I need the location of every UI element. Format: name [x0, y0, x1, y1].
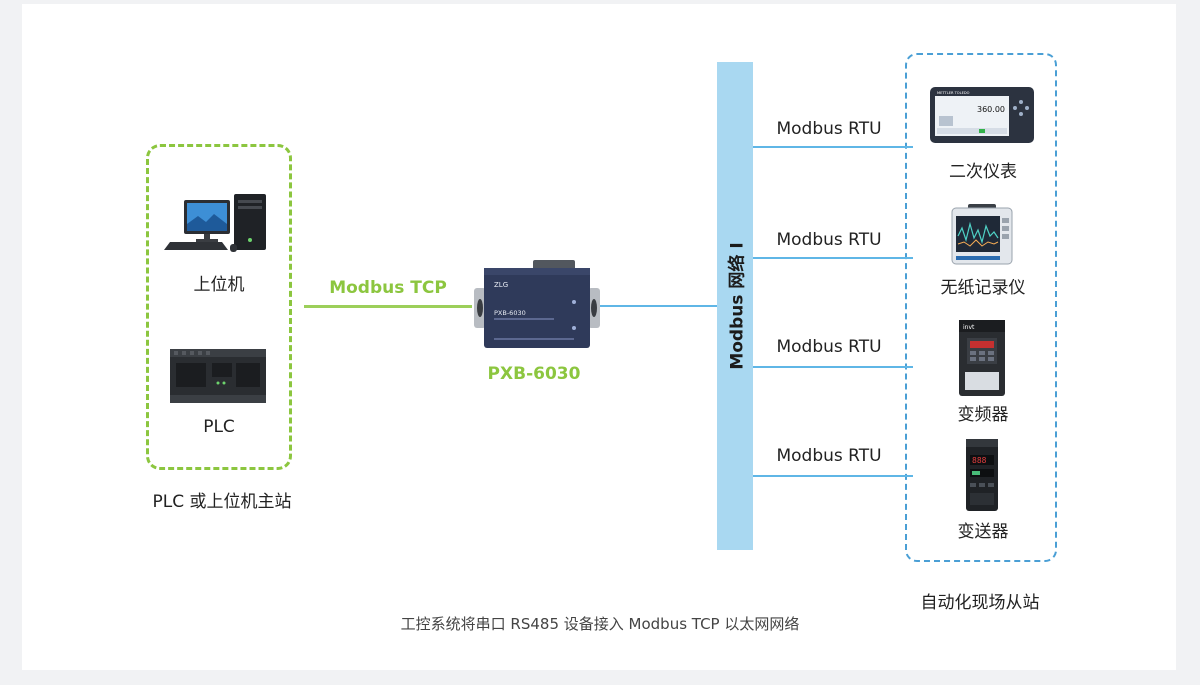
modbus-tcp-label: Modbus TCP: [329, 278, 447, 298]
secondary-meter-icon: METTLER TOLEDO 360.00: [930, 87, 1034, 143]
gateway-device-icon: ZLG PXB-6030: [474, 260, 600, 348]
gateway-bus-link: [600, 305, 718, 307]
slave-label-recorder: 无纸记录仪: [940, 278, 1026, 298]
rtu-label-transmitter: Modbus RTU: [776, 446, 882, 466]
gateway-model-text: PXB-6030: [494, 309, 526, 317]
rtu-label-recorder: Modbus RTU: [776, 230, 882, 250]
inverter-brand-text: invt: [963, 324, 975, 331]
modbus-bus-label: Modbus 网络 I: [727, 242, 748, 370]
gateway-brand-text: ZLG: [494, 281, 508, 289]
paperless-recorder-icon: [951, 204, 1013, 265]
rtu-link-recorder: [753, 257, 913, 259]
master-group-label: PLC 或上位机主站: [152, 492, 292, 512]
master-device-label-plc: PLC: [203, 417, 235, 437]
slave-label-inverter: 变频器: [957, 405, 1009, 425]
slave-group-border: [905, 53, 1057, 562]
gateway-name: PXB-6030: [487, 364, 581, 384]
rtu-link-inverter: [753, 366, 913, 368]
desktop-computer-icon: [164, 194, 266, 252]
transmitter-display-value: 888: [972, 456, 987, 465]
rtu-link-meter: [753, 146, 913, 148]
plc-module-icon: [170, 349, 266, 403]
master-device-label-pc: 上位机: [193, 275, 245, 295]
transmitter-icon: 888: [966, 439, 998, 511]
meter-display-value: 360.00: [977, 105, 1005, 114]
rtu-label-inverter: Modbus RTU: [776, 337, 882, 357]
slave-label-transmitter: 变送器: [957, 522, 1009, 542]
slave-label-meter: 二次仪表: [949, 162, 1017, 182]
meter-brand-text: METTLER TOLEDO: [937, 91, 970, 95]
modbus-tcp-link: [304, 305, 472, 308]
rtu-link-transmitter: [753, 475, 913, 477]
inverter-icon: invt: [959, 320, 1005, 396]
master-group-border: [146, 144, 292, 470]
modbus-bus: [717, 62, 753, 550]
diagram-caption: 工控系统将串口 RS485 设备接入 Modbus TCP 以太网网络: [400, 615, 800, 633]
slave-group-label: 自动化现场从站: [920, 593, 1040, 613]
rtu-label-meter: Modbus RTU: [776, 119, 882, 139]
